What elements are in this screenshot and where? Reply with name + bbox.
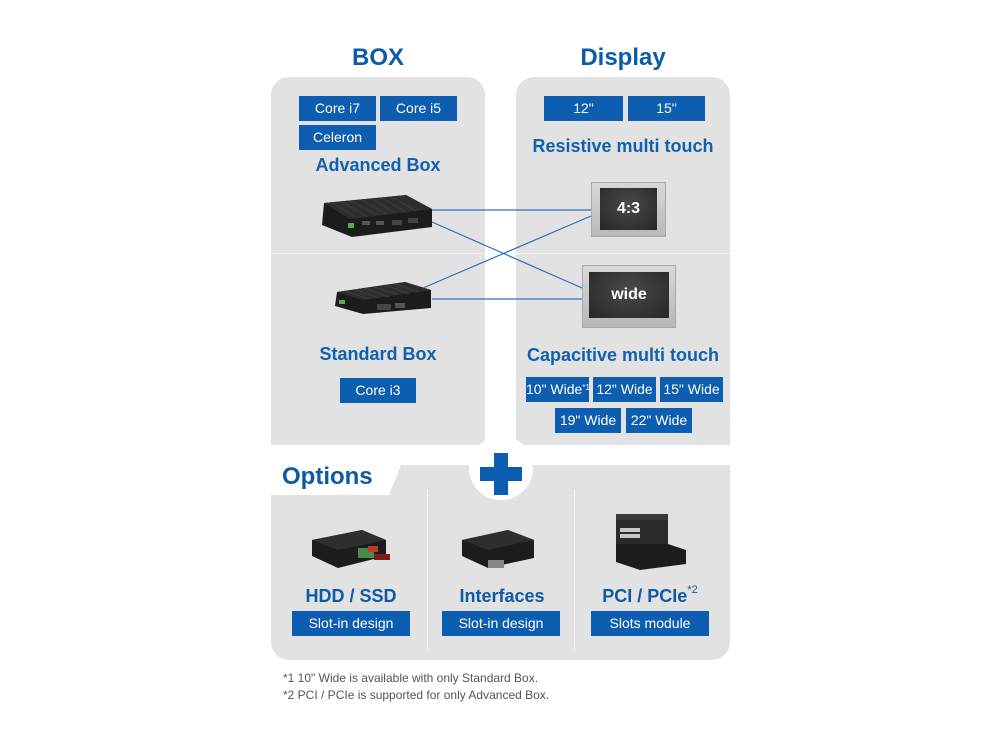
interfaces-module-image [462,530,534,568]
box-section-title: BOX [351,44,404,71]
footnote-1: *1 10" Wide is available with only Stand… [283,671,539,685]
pci-pcie-module-image [616,514,686,570]
display-divider [516,253,730,254]
line-standard-to-4-3 [422,215,592,289]
screen-wide-image: wide [582,265,676,328]
options-divider-1 [427,490,428,650]
size-tag-15-wide: 15" Wide [660,377,723,402]
standard-box-device-image [335,282,431,314]
screen-4-3-image: 4:3 [591,182,666,237]
size-tag-10-wide-text: 10" Wide [526,381,583,397]
hdd-ssd-module-image [312,530,390,568]
box-divider [271,253,485,254]
option-tag-interfaces: Slot-in design [442,611,560,636]
cpu-tag-core-i5: Core i5 [380,96,457,121]
option-tag-hdd-ssd: Slot-in design [292,611,410,636]
option-title-pci-pcie: PCI / PCIe*2 [580,584,720,607]
advanced-box-label: Advanced Box [315,155,441,175]
advanced-box-device-image [322,195,432,237]
size-tag-12: 12" [544,96,623,121]
size-tag-19-wide: 19" Wide [555,408,621,433]
option-title-hdd-ssd: HDD / SSD [305,586,397,606]
screen-wide-label: wide [589,272,669,318]
standard-box-label: Standard Box [319,344,437,364]
note-2-marker: *2 [687,584,698,596]
display-section-title: Display [580,44,666,71]
option-title-interfaces: Interfaces [459,586,545,606]
size-tag-12-wide: 12" Wide [593,377,656,402]
options-title: Options [282,463,373,490]
size-tag-10-wide: 10" Wide*1 [526,377,590,402]
options-divider-2 [574,490,575,650]
resistive-touch-label: Resistive multi touch [532,136,714,156]
cpu-tag-celeron: Celeron [299,125,376,150]
plus-icon [480,453,522,495]
line-advanced-to-wide [431,221,583,289]
size-tag-15: 15" [628,96,705,121]
screen-4-3-label: 4:3 [600,188,657,230]
size-tag-22-wide: 22" Wide [626,408,692,433]
option-title-pci-pcie-text: PCI / PCIe [602,586,688,606]
note-1-marker: *1 [582,383,590,392]
options-tab-background [271,465,401,495]
option-tag-pci-pcie: Slots module [591,611,709,636]
footnote-2: *2 PCI / PCIe is supported for only Adva… [283,688,550,702]
cpu-tag-core-i7: Core i7 [299,96,376,121]
cpu-tag-core-i3: Core i3 [340,378,416,403]
capacitive-touch-label: Capacitive multi touch [526,345,720,365]
